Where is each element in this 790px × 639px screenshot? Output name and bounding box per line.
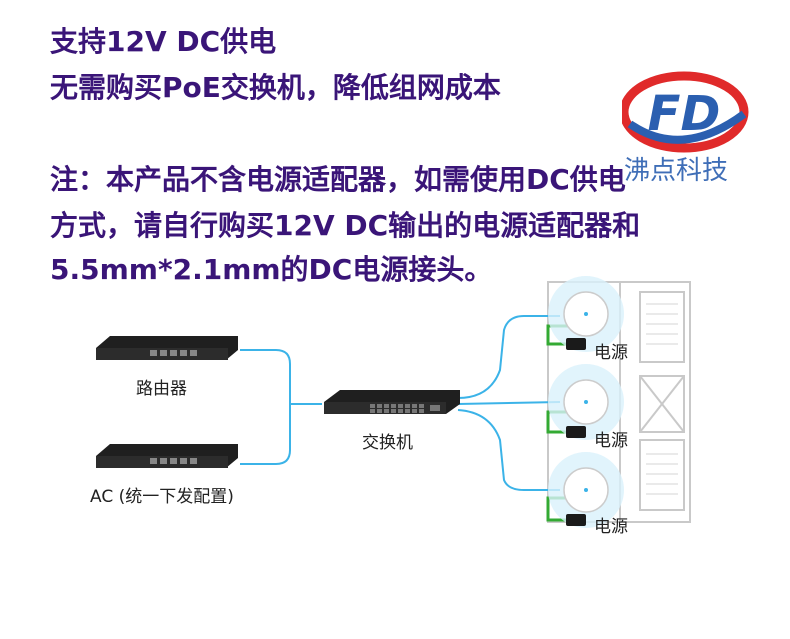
switch-device (324, 390, 460, 414)
power-label-1: 电源 (594, 343, 628, 363)
logo-letters: FD (648, 86, 721, 142)
power-label-3: 电源 (594, 517, 628, 537)
access-point-1 (548, 276, 624, 352)
access-point-3 (548, 452, 624, 528)
heading-line-2: 无需购买PoE交换机，降低组网成本 (50, 71, 501, 104)
network-cables (240, 315, 561, 491)
note-line-1: 注：本产品不含电源适配器，如需使用DC供电 (50, 163, 626, 196)
access-point-2 (548, 364, 624, 440)
note-line-3: 5.5mm*2.1mm的DC电源接头。 (50, 253, 493, 286)
power-label-2: 电源 (594, 431, 628, 451)
router-device (96, 336, 238, 360)
ac-controller-device (96, 444, 238, 468)
power-adapter-icons (566, 338, 586, 526)
note-line-2: 方式，请自行购买12V DC输出的电源适配器和 (50, 209, 641, 242)
stairs-icon (646, 303, 678, 495)
router-label: 路由器 (136, 379, 187, 399)
switch-label: 交换机 (362, 433, 413, 453)
heading-line-1: 支持12V DC供电 (50, 25, 277, 58)
logo-caption: 沸点科技 (624, 156, 729, 186)
brand-logo: FD (622, 71, 749, 153)
ac-label: AC (统一下发配置) (90, 487, 234, 507)
